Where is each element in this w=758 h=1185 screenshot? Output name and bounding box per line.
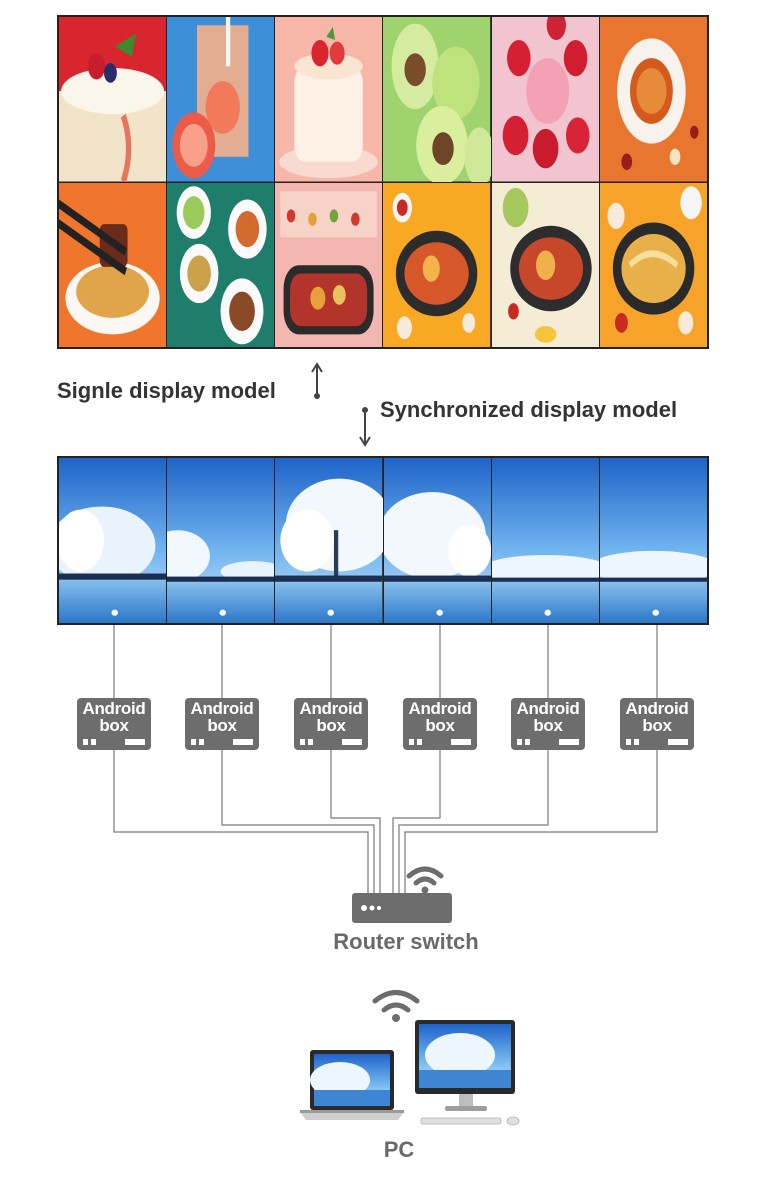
wall-panel-4	[383, 458, 491, 623]
synchronized-display-model-label: Synchronized display model	[380, 397, 678, 422]
single-display-wall	[57, 15, 709, 349]
wall-panel-1	[59, 458, 167, 623]
food-tile-cake	[59, 17, 167, 182]
pc-wifi-icon	[372, 990, 420, 1022]
wifi-icon	[406, 866, 444, 894]
up-arrow-icon	[311, 362, 323, 399]
wall-panel-5	[491, 458, 599, 623]
wall-panel-6	[599, 458, 708, 623]
food-tile-hotpot-pink	[275, 182, 383, 347]
food-tile-strawberry-icecream	[491, 17, 599, 182]
router-icon	[352, 893, 452, 923]
food-tile-strawberry-cup	[275, 17, 383, 182]
food-tile-hotpot-cream	[491, 182, 599, 347]
food-tile-dishes-green	[167, 182, 275, 347]
synchronized-display-wall	[57, 456, 709, 625]
food-tile-soup-bowl	[599, 17, 707, 182]
wall-panel-2	[167, 458, 275, 623]
monitor-icon	[415, 1020, 520, 1126]
food-tile-hotpot-yellow-2	[599, 182, 707, 347]
wall-panel-3	[275, 458, 383, 623]
food-tile-beef-sauce	[59, 182, 167, 347]
single-display-model-label: Signle display model	[57, 378, 276, 403]
food-tile-avocado	[383, 17, 491, 182]
food-tile-grapefruit-drink	[167, 17, 275, 182]
down-arrow-icon	[359, 407, 371, 447]
pc-label: PC	[383, 1137, 415, 1162]
laptop-icon	[300, 1050, 404, 1120]
router-switch-label: Router switch	[333, 929, 479, 954]
food-tile-hotpot-yellow-1	[383, 182, 491, 347]
